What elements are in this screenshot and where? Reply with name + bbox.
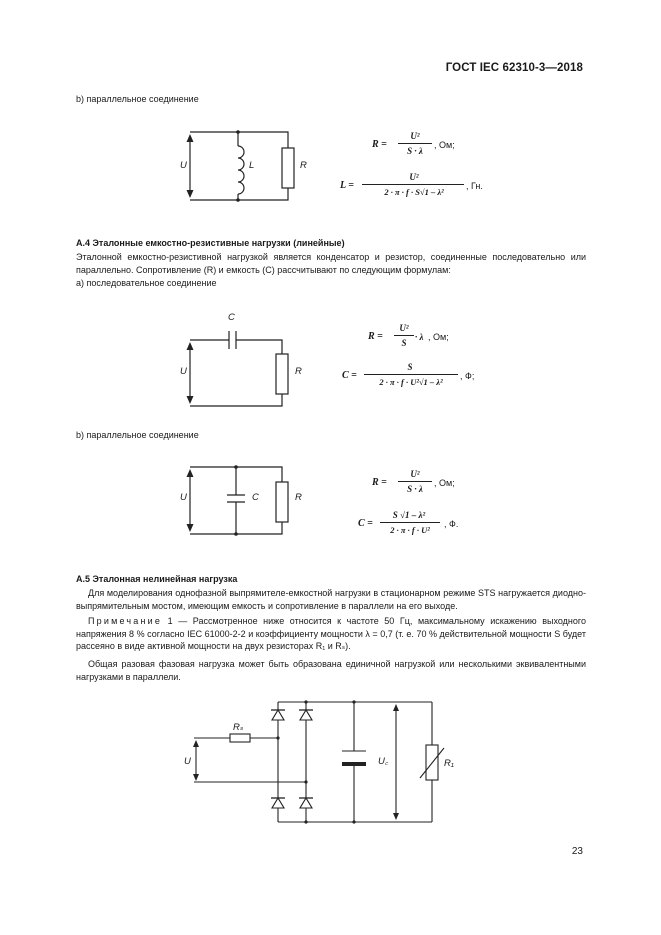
- label-u: U: [180, 492, 187, 503]
- section-a5-heading: А.5 Эталонная нелинейная нагрузка: [76, 574, 238, 584]
- label-r: R: [295, 492, 302, 503]
- formula-r-series-rc: R = U² S · λ , Ом;: [368, 323, 449, 348]
- item-a-series-label: а) последовательное соединение: [76, 278, 217, 288]
- page-number: 23: [571, 846, 583, 857]
- label-uc: U꜀: [378, 756, 389, 767]
- formula-r-parallel-rc: R = U² S · λ , Ом;: [372, 469, 455, 494]
- section-a4-paragraph: Эталонной емкостно-резистивной нагрузкой…: [76, 252, 586, 275]
- note-prefix: Примечание: [88, 616, 163, 626]
- label-r1: R₁: [444, 758, 454, 769]
- formula-l-parallel-rl: L = U² 2 · π · f · S√1 – λ² , Гн.: [340, 172, 483, 197]
- label-r: R: [300, 160, 307, 171]
- note-text: 1 — Рассмотренное ниже относится к часто…: [76, 616, 586, 651]
- formula-c-parallel-rc: C = S √1 – λ² 2 · π · f · U² , Ф.: [358, 510, 459, 535]
- label-l: L: [249, 160, 255, 171]
- formula-c-series-rc: C = S 2 · π · f · U²√1 – λ² , Ф;: [342, 362, 475, 387]
- label-rs: Rₛ: [233, 722, 244, 733]
- item-b-parallel-label: b) параллельное соединение: [76, 94, 199, 104]
- document-standard-number: ГОСТ IEC 62310-3—2018: [445, 62, 583, 74]
- section-a5-paragraph-1: Для моделирования однофазной выпрямителе…: [76, 588, 586, 611]
- label-u: U: [180, 366, 187, 377]
- item-b-parallel-label-2: b) параллельное соединение: [76, 430, 199, 440]
- section-a5-paragraph-2: Общая разовая фазовая нагрузка может быт…: [76, 659, 586, 682]
- formula-r-parallel-rl: R = U² S · λ , Ом;: [372, 131, 455, 156]
- label-u: U: [180, 160, 187, 171]
- label-u: U: [184, 756, 191, 767]
- section-a5-note: Примечание 1 — Рассмотренное ниже относи…: [76, 615, 586, 653]
- label-c: C: [228, 312, 235, 323]
- label-c: C: [252, 492, 259, 503]
- section-a4-heading: А.4 Эталонные емкостно-резистивные нагру…: [76, 238, 345, 248]
- label-r: R: [295, 366, 302, 377]
